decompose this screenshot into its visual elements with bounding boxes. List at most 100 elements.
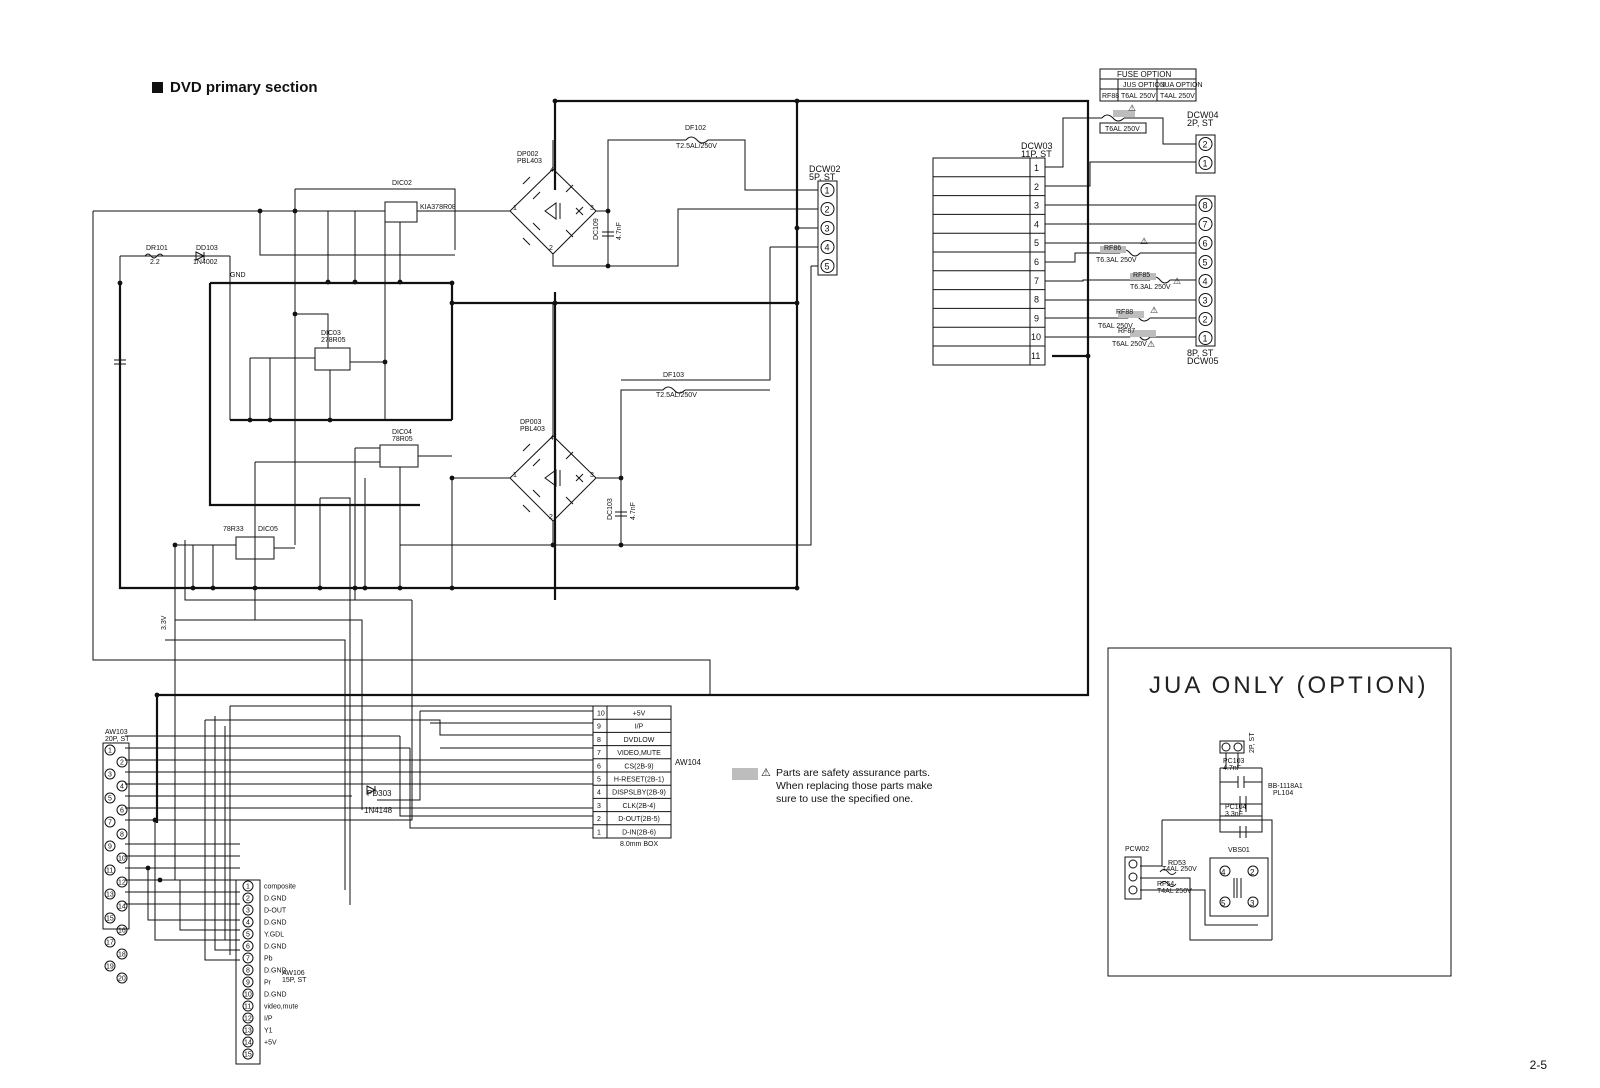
aw103-pin bbox=[116, 852, 128, 864]
aw104-footer: 8.0mm BOX bbox=[620, 841, 658, 848]
option-box: PC103 4.7nF BB-1118A1 PL104 PC104 3.3nF … bbox=[1107, 647, 1452, 977]
junction-dot bbox=[157, 877, 163, 883]
aw103-pin-label: 3 bbox=[108, 772, 112, 779]
dcw02-pin bbox=[820, 202, 835, 216]
junction-dot bbox=[449, 300, 455, 306]
aw104-pin-label: 9 bbox=[597, 724, 601, 731]
dcw05-pin bbox=[1198, 255, 1213, 269]
safety-note: ⚠ Parts are safety assurance parts. When… bbox=[732, 767, 932, 806]
bridge-dp002: DP002 PBL403 4 1 3 2 bbox=[509, 139, 818, 267]
dcw04-pin bbox=[1198, 156, 1213, 170]
page-title: DVD primary section bbox=[152, 79, 318, 96]
dcw03-pin-label: 10 bbox=[1031, 332, 1041, 342]
junction-dot bbox=[152, 817, 158, 823]
aw106-signal: Pr bbox=[264, 980, 272, 987]
junction-dot bbox=[449, 475, 455, 481]
dcw05-pin-label: 7 bbox=[1203, 220, 1208, 230]
fuse-option-val1: T6AL 250V bbox=[1121, 93, 1156, 100]
dcw05-pin bbox=[1198, 293, 1213, 307]
aw104-pin-label: 3 bbox=[597, 803, 601, 810]
aw104-pin-label: 4 bbox=[597, 790, 601, 797]
opt-pcw02: PCW02 bbox=[1125, 846, 1149, 853]
aw103-pin-label: 7 bbox=[108, 820, 112, 827]
aw106-signal: D.GND bbox=[264, 920, 287, 927]
df103-label: DF103 bbox=[663, 372, 684, 379]
dcw03-name: DCW03 bbox=[1021, 141, 1053, 151]
aw104-pin-label: 5 bbox=[597, 777, 601, 784]
dcw05-type: 8P, ST bbox=[1187, 348, 1214, 358]
aw103-pin-label: 2 bbox=[120, 760, 124, 767]
left-components: DR101 2.2 DD103 1N4002 GND 3.3V bbox=[114, 245, 246, 630]
svg-text:2: 2 bbox=[549, 245, 553, 252]
note-line-3: sure to use the specified one. bbox=[776, 793, 914, 805]
dcw03-pin-label: 3 bbox=[1034, 201, 1039, 211]
aw103-pin bbox=[116, 876, 128, 888]
aw106-pin-label: 11 bbox=[244, 1004, 251, 1011]
aw106-signal: D.GND bbox=[264, 896, 287, 903]
fuse-option-col1: JUS OPTION bbox=[1123, 82, 1165, 89]
rf89-value: T6AL 250V bbox=[1105, 126, 1140, 133]
aw106-pin-label: 15 bbox=[244, 1052, 252, 1059]
dcw04-type: 2P, ST bbox=[1187, 118, 1214, 128]
dcw03-pin-label: 5 bbox=[1034, 238, 1039, 248]
svg-text:3: 3 bbox=[590, 205, 594, 212]
aw103-pin bbox=[104, 864, 116, 876]
dcw02-pin-label: 3 bbox=[825, 224, 830, 234]
dic03-value: 278R05 bbox=[321, 337, 346, 344]
opt-pc103-val: 4.7nF bbox=[1223, 765, 1241, 772]
aw104-signal: CLK(2B-4) bbox=[622, 803, 655, 810]
opt-vbs: VBS01 bbox=[1228, 847, 1250, 854]
dcw05-pin-label: 6 bbox=[1203, 239, 1208, 249]
aw103-pin-label: 13 bbox=[106, 892, 114, 899]
dcw02-pin bbox=[820, 221, 835, 235]
dcw04-pin bbox=[1198, 137, 1213, 151]
junction-dots bbox=[117, 98, 1091, 883]
opt-rf54-val: T4AL 250V bbox=[1157, 888, 1192, 895]
aw103-pin-label: 19 bbox=[106, 964, 114, 971]
aw106-pin bbox=[242, 988, 254, 1000]
wiring-top bbox=[92, 188, 711, 695]
df102-value: T2.5AL/250V bbox=[676, 143, 717, 150]
right-wiring: RF86 T6.3AL 250V RF85 T6.3AL 250V RF88 T… bbox=[1045, 103, 1197, 349]
dcw03-pin-label: 2 bbox=[1034, 182, 1039, 192]
junction-dot bbox=[210, 585, 216, 591]
junction-dot bbox=[325, 279, 331, 285]
bus-wiring: PD303 1N4148 bbox=[125, 540, 593, 961]
page-number: 2-5 bbox=[1529, 1058, 1547, 1072]
aw104-signal: DVDLOW bbox=[624, 737, 655, 744]
dcw05-pin bbox=[1198, 312, 1213, 326]
aw103-pin bbox=[116, 900, 128, 912]
dcw03-pin-label: 6 bbox=[1034, 257, 1039, 267]
dcw05-pin bbox=[1198, 331, 1213, 345]
junction-dot bbox=[190, 585, 196, 591]
opt-type: 2P, ST bbox=[1249, 732, 1256, 753]
rf87-value: T6AL 250V bbox=[1112, 341, 1147, 348]
dic02-label: DIC02 bbox=[392, 180, 412, 187]
junction-dot bbox=[257, 208, 263, 214]
dic02-value: KIA378R08 bbox=[420, 204, 456, 211]
aw106-pin bbox=[242, 892, 254, 904]
aw103-pin-label: 1 bbox=[108, 748, 112, 755]
dc109-label: DC109 bbox=[593, 218, 600, 240]
aw106-pin bbox=[242, 1012, 254, 1024]
aw104-pin-label: 8 bbox=[597, 737, 601, 744]
dcw04-name: DCW04 bbox=[1187, 110, 1219, 120]
junction-dot bbox=[252, 585, 258, 591]
junction-dot bbox=[362, 585, 368, 591]
warning-triangle-icon: ⚠ bbox=[1140, 236, 1148, 246]
dp003-label: DP003 bbox=[520, 419, 542, 426]
junction-dot bbox=[794, 300, 800, 306]
aw106-signal: video,mute bbox=[264, 1004, 298, 1011]
aw103-pin bbox=[116, 780, 128, 792]
junction-dot bbox=[317, 585, 323, 591]
dcw02-pin bbox=[820, 259, 835, 273]
aw104-signal: I/P bbox=[635, 724, 644, 731]
dic04-value: 78R05 bbox=[392, 436, 413, 443]
aw103-pin-label: 5 bbox=[108, 796, 112, 803]
aw106-signal: D.GND bbox=[264, 992, 287, 999]
opt-rf54: RF54 bbox=[1157, 881, 1174, 888]
aw103-type: 20P, ST bbox=[105, 736, 130, 743]
